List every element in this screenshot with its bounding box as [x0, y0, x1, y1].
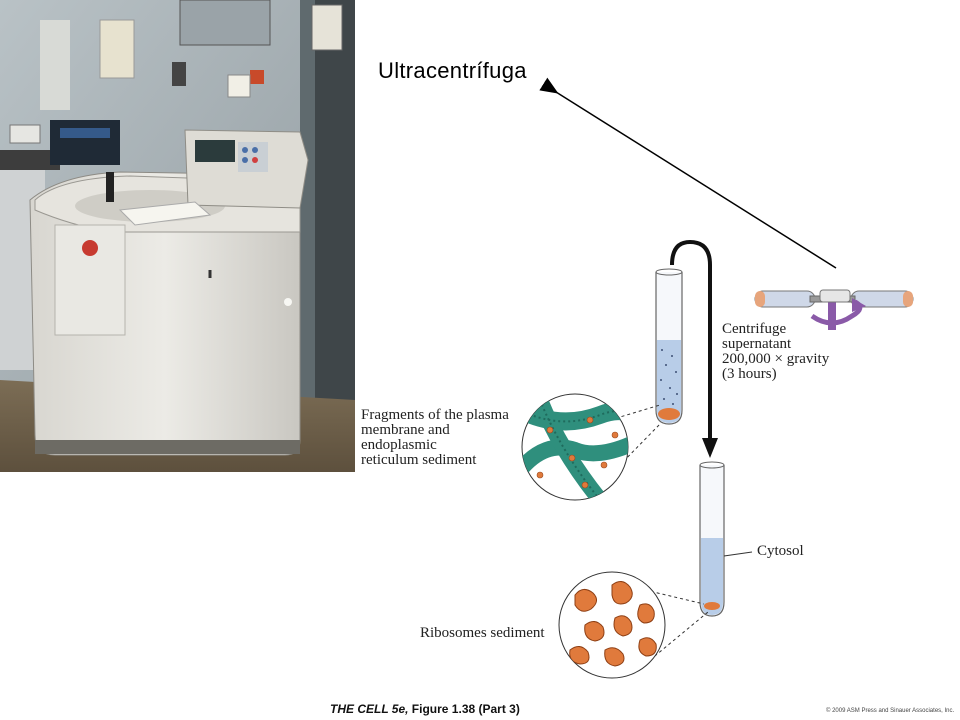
cytosol-label: Cytosol: [757, 543, 804, 559]
copyright-notice: © 2009 ASM Press and Sinauer Associates,…: [826, 708, 955, 714]
fragments-label: Fragments of the plasma membrane and end…: [361, 407, 509, 468]
ribosomes-label: Ribosomes sediment: [420, 625, 545, 641]
tube-cytosol: [699, 461, 753, 617]
rotor-icon: [754, 289, 914, 330]
ribosome-zoom-circle: [558, 571, 666, 679]
figure-caption: THE CELL 5e, Figure 1.38 (Part 3): [330, 702, 520, 716]
caption-rest: Figure 1.38 (Part 3): [408, 702, 520, 716]
centrifuge-label: Centrifuge supernatant 200,000 × gravity…: [722, 321, 830, 382]
caption-italic: THE CELL 5e,: [330, 702, 409, 716]
tube-supernatant: [655, 268, 683, 425]
pointer-arrow: [539, 77, 837, 269]
slide-title: Ultracentrífuga: [378, 58, 527, 83]
process-arrow: [670, 239, 712, 440]
ultracentrifuge-photo: [0, 0, 355, 472]
membrane-zoom-circle: [521, 393, 629, 501]
